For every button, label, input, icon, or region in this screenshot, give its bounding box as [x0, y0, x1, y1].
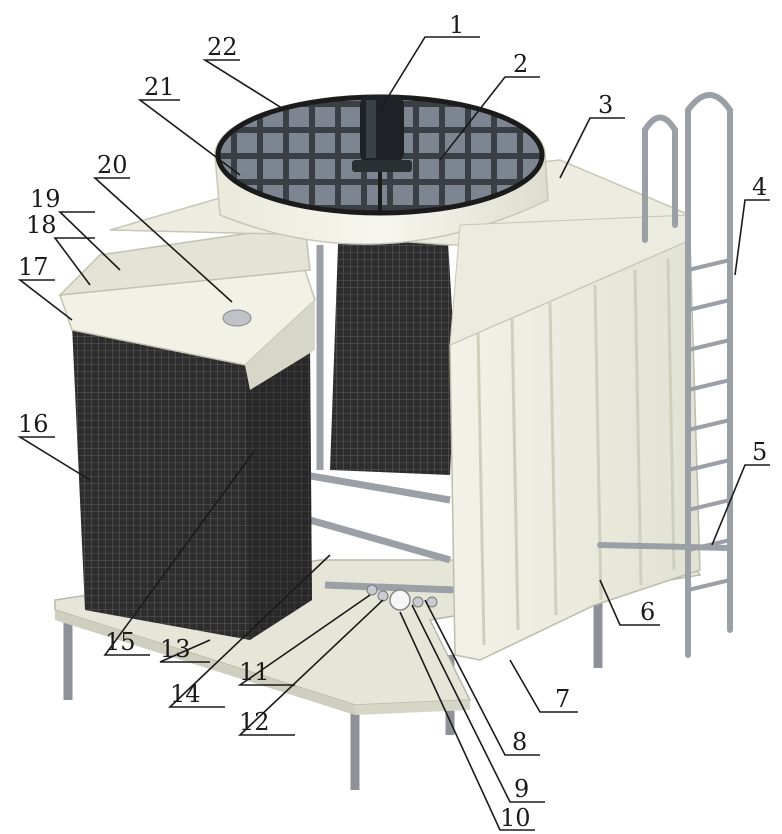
callout-2: 2	[513, 50, 528, 78]
left-fill-media	[72, 325, 312, 640]
callout-9: 9	[514, 775, 529, 803]
callout-17: 17	[18, 253, 49, 281]
callout-14: 14	[170, 680, 201, 708]
callout-20: 20	[97, 151, 128, 179]
callout-3: 3	[598, 91, 613, 119]
pipe-connections	[366, 584, 438, 611]
callout-4: 4	[752, 173, 767, 201]
side-casing-panel	[449, 214, 701, 661]
callout-13: 13	[160, 635, 191, 663]
callout-6: 6	[640, 598, 655, 626]
callout-12: 12	[239, 708, 270, 736]
callout-7: 7	[555, 685, 570, 713]
leader-lines	[17, 36, 770, 831]
callout-18: 18	[26, 211, 57, 239]
callout-16: 16	[18, 410, 49, 438]
callout-22: 22	[207, 33, 238, 61]
callout-8: 8	[512, 728, 527, 756]
callout-19: 19	[30, 185, 61, 213]
callout-labels: 1 2 3 4 5 6 7 8 9 10 11 12 13 14 15 16 1…	[18, 11, 767, 832]
callout-15: 15	[105, 628, 136, 656]
callout-1: 1	[449, 11, 464, 39]
fan-motor	[352, 95, 412, 172]
callout-5: 5	[752, 438, 767, 466]
access-ladder	[597, 92, 733, 658]
callout-21: 21	[144, 73, 175, 101]
callout-10: 10	[500, 804, 531, 832]
callout-11: 11	[239, 658, 270, 686]
central-fill-media	[330, 190, 455, 475]
